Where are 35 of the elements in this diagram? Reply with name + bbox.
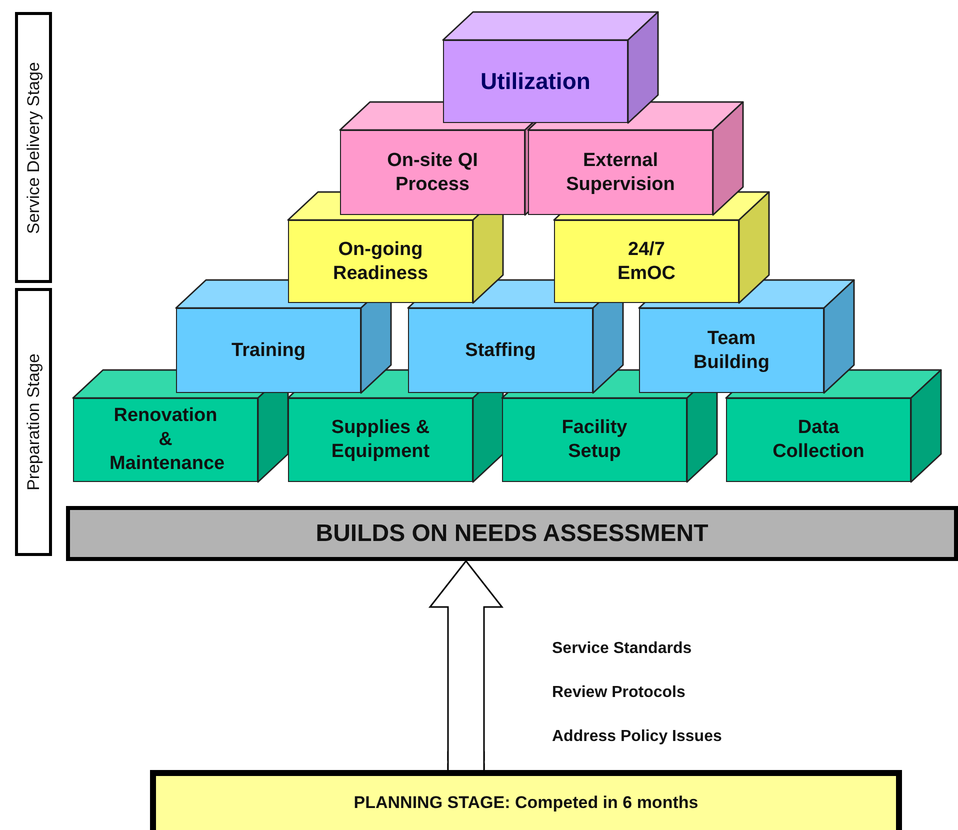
- block: [726, 398, 911, 482]
- planning-label: PLANNING STAGE: Competed in 6 months: [354, 793, 698, 813]
- block-label: External Supervision: [565, 148, 676, 196]
- stage-label: Preparation Stage: [24, 353, 44, 491]
- block: [288, 398, 473, 482]
- note-text: Review Protocols: [552, 684, 686, 702]
- stage-box: [15, 288, 52, 556]
- block-label: Team Building: [692, 326, 770, 374]
- block-label: Staffing: [465, 338, 536, 362]
- block-label: On-site QI Process: [386, 148, 479, 196]
- block-label: Training: [232, 338, 306, 362]
- block-label: Utilization: [480, 67, 590, 96]
- block: [340, 130, 525, 215]
- block-label: 24/7 EmOC: [616, 238, 677, 286]
- note-text: Address Policy Issues: [552, 728, 722, 746]
- block: [502, 398, 687, 482]
- note-text: Service Standards: [552, 640, 692, 658]
- block: [176, 308, 361, 393]
- block-label: Data Collection: [772, 416, 866, 464]
- stage-box: [15, 12, 52, 283]
- block: [554, 220, 739, 303]
- block: [639, 308, 824, 393]
- bar-label: BUILDS ON NEEDS ASSESSMENT: [316, 520, 708, 548]
- block-label: Facility Setup: [560, 416, 628, 464]
- block: [528, 130, 713, 215]
- block: [443, 40, 628, 123]
- block: [288, 220, 473, 303]
- block-label: On-going Readiness: [332, 238, 430, 286]
- foundation-bar: [66, 506, 958, 561]
- block: [408, 308, 593, 393]
- planning-box: [150, 770, 902, 830]
- block-label: Supplies & Equipment: [330, 416, 431, 464]
- block: [73, 398, 258, 482]
- stage-label: Service Delivery Stage: [24, 62, 44, 234]
- block-label: Renovation & Maintenance: [110, 404, 222, 476]
